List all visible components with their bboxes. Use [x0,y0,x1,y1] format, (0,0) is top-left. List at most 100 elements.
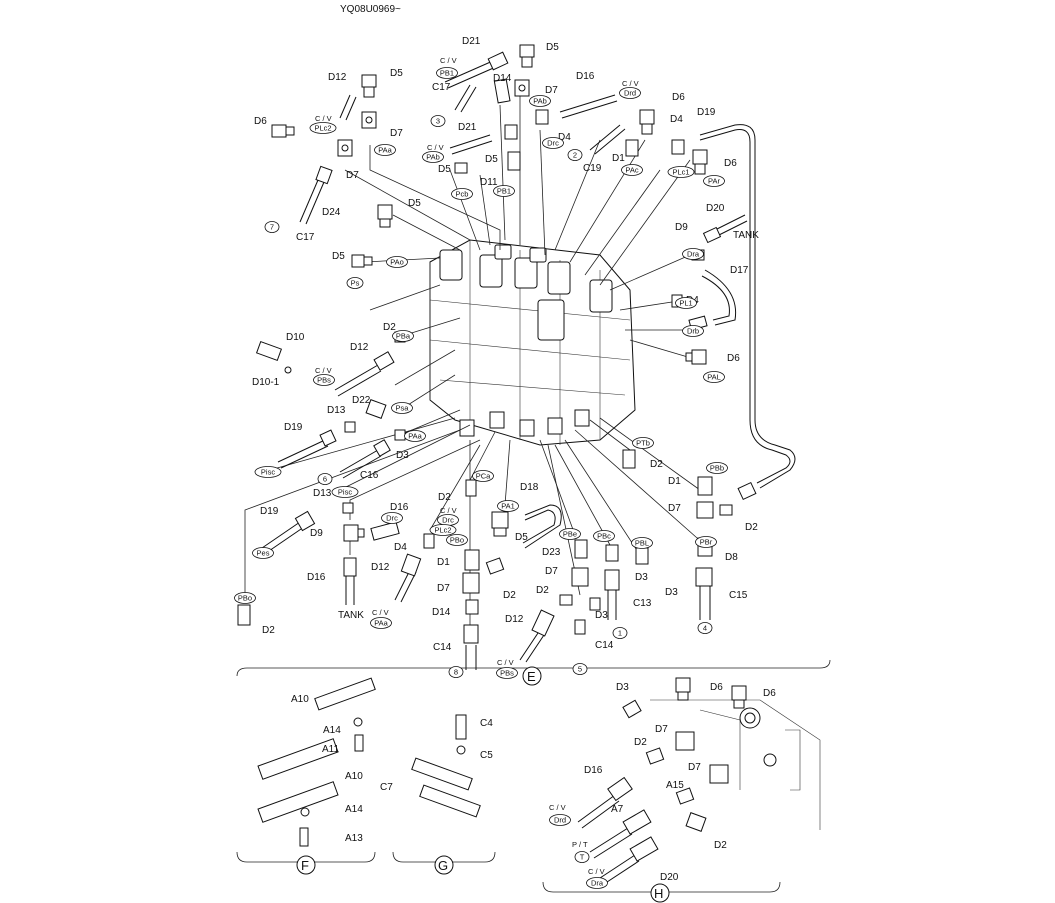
port-tag-PBL: PBL [631,537,653,549]
port-tag-PCa: PCa [472,470,494,482]
svg-text:D3: D3 [396,450,409,461]
drawing-code: YQ08U0969~ [340,4,401,15]
svg-text:D2: D2 [650,459,663,470]
svg-text:C / V: C / V [549,803,566,812]
svg-text:D6: D6 [254,116,267,127]
svg-text:D23: D23 [542,547,561,558]
svg-text:D13: D13 [313,488,332,499]
port-tag-label: PLc2 [434,526,451,535]
svg-text:D2: D2 [536,585,549,596]
hose-d17 [701,269,737,326]
svg-text:D1: D1 [668,476,681,487]
svg-text:C17: C17 [296,232,315,243]
port-tag-label: Dra [591,879,604,888]
port-tag-label: PAa [378,146,392,155]
port-tag-label: PAb [426,153,440,162]
port-tag-label: PLc1 [672,168,689,177]
svg-text:D5: D5 [485,154,498,165]
port-tag-label: Drc [386,514,398,523]
port-tag-PBs: PBs [313,374,335,386]
port-tag-Drc3: Drc [437,514,459,526]
port-tag-Dra2: Dra [586,877,608,889]
svg-text:D6: D6 [710,682,723,693]
port-tag-label: 5 [578,665,582,674]
port-tag-label: Drb [687,327,699,336]
svg-text:D12: D12 [505,614,524,625]
svg-text:D4: D4 [394,542,407,553]
port-tag-PLc2: PLc2 [309,122,337,134]
port-tag-Drd2: Drd [549,814,571,826]
port-tag-label: PBr [700,538,713,547]
svg-text:A14: A14 [345,804,363,815]
svg-text:D4: D4 [558,132,571,143]
svg-text:C / V: C / V [315,366,332,375]
svg-text:D2: D2 [634,737,647,748]
svg-text:D10-1: D10-1 [252,377,280,388]
svg-text:A15: A15 [666,780,684,791]
svg-text:C / V: C / V [427,143,444,152]
port-tag-PA1: PA1 [497,500,519,512]
caption-labels: C / V C / V C / V C / V C / V C / V C / … [315,56,639,876]
port-tag-label: Pisc [338,488,352,497]
port-tag-label: T [580,853,585,862]
port-tag-n7: 7 [264,221,280,233]
svg-text:D5: D5 [332,251,345,262]
svg-text:D12: D12 [371,562,390,573]
port-tag-n2: 2 [567,149,583,161]
section-markers: E F G H [296,666,670,903]
port-tag-n6: 6 [317,473,333,485]
port-tag-label: Ps [351,279,360,288]
port-tag-PLc2b: PLc2 [429,524,457,536]
svg-text:D18: D18 [520,482,539,493]
port-tag-label: Pes [257,549,270,558]
svg-text:TANK: TANK [733,230,759,241]
port-tag-n3: 3 [430,115,446,127]
svg-text:D7: D7 [655,724,668,735]
port-tag-label: 1 [618,629,622,638]
section-g-parts [392,714,496,863]
svg-text:D3: D3 [616,682,629,693]
port-tag-label: PAr [708,177,720,186]
svg-text:D16: D16 [584,765,603,776]
svg-text:A7: A7 [611,804,624,815]
port-tag-label: PBo [450,536,464,545]
port-tag-label: PBo [238,594,252,603]
svg-text:D2: D2 [745,522,758,533]
svg-text:F: F [301,858,309,873]
port-tag-PBo2: PBo [234,592,256,604]
hose-d18 [522,504,562,549]
port-tag-Dra: Dra [682,248,704,260]
port-tag-label: Drc [547,139,559,148]
svg-text:D3: D3 [635,572,648,583]
svg-text:D7: D7 [668,503,681,514]
svg-text:D8: D8 [725,552,738,563]
port-tag-label: PB1 [440,69,454,78]
control-valve-body [429,239,636,446]
port-tag-PL1: PL1 [675,297,697,309]
port-tag-PBr: PBr [695,536,717,548]
port-tag-label: PBc [597,532,611,541]
svg-text:D20: D20 [660,872,679,883]
svg-text:D4: D4 [670,114,683,125]
port-tag-n8: 8 [448,666,464,678]
port-tag-PAa: PAa [374,144,396,156]
svg-text:D7: D7 [545,85,558,96]
svg-text:C / V: C / V [497,658,514,667]
svg-text:D19: D19 [260,506,279,517]
port-tag-label: Drd [624,89,636,98]
port-tag-PBs2: PBs [496,667,518,679]
port-tag-label: 4 [703,624,707,633]
port-tag-PBc: PBc [593,530,615,542]
svg-text:P / T: P / T [572,840,588,849]
port-tag-label: Pcb [456,190,469,199]
svg-text:C17: C17 [432,82,451,93]
port-tag-Pisc2: Pisc [331,486,359,498]
svg-text:D7: D7 [437,583,450,594]
port-tag-label: PBb [710,464,724,473]
svg-text:D2: D2 [438,492,451,503]
port-tag-PAb2: PAb [422,151,444,163]
svg-text:D3: D3 [595,610,608,621]
port-tag-Drb: Drb [682,325,704,337]
port-tag-label: PLc2 [314,124,331,133]
